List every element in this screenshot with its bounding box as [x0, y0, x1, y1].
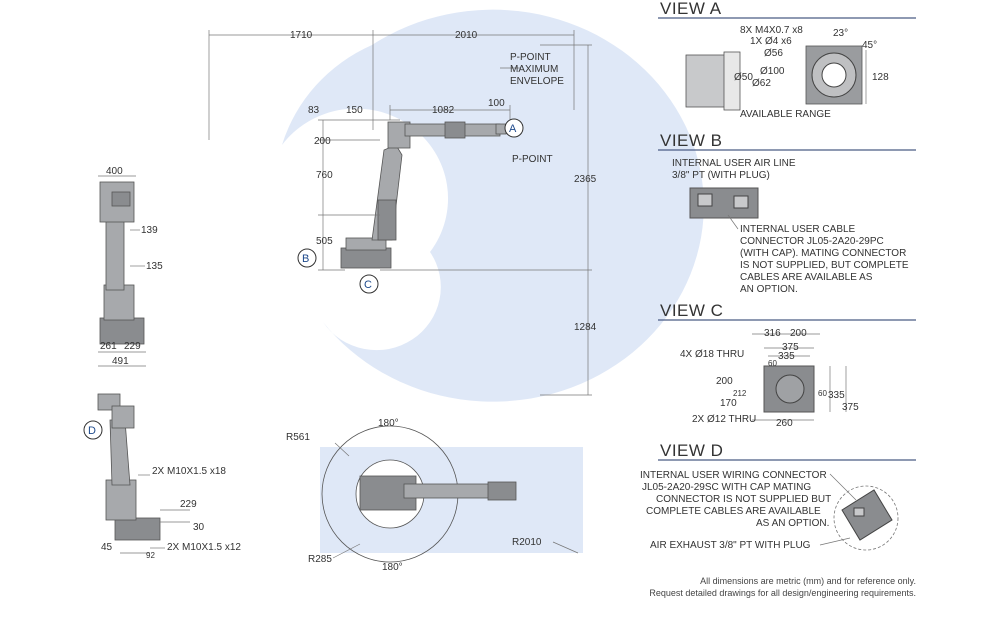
footer-line-1: All dimensions are metric (mm) and for r…	[700, 576, 916, 586]
footer-line-2: Request detailed drawings for all design…	[649, 588, 916, 598]
view-d: VIEW D INTERNAL USER WIRING CONNECTOR JL…	[640, 441, 916, 551]
view-a-d56: Ø56	[764, 48, 783, 59]
view-a-m4: 8X M4X0.7 x8	[740, 25, 803, 36]
callout-a-label: A	[509, 123, 517, 135]
view-a-45deg: 45°	[862, 40, 877, 51]
dim-200: 200	[314, 136, 331, 147]
callout-d	[83, 420, 103, 440]
view-a-23deg: 23°	[833, 28, 848, 39]
dim-229: 229	[124, 341, 141, 352]
view-d-wiring-1: INTERNAL USER WIRING CONNECTOR	[640, 470, 827, 481]
label-p-point-2: P-POINT	[512, 154, 553, 165]
view-b-cable-3: (WITH CAP). MATING CONNECTOR	[740, 248, 906, 259]
view-c-2x-d12: 2X Ø12 THRU	[692, 414, 756, 425]
view-c-title: VIEW C	[660, 301, 723, 320]
view-c-4x-d18: 4X Ø18 THRU	[680, 349, 744, 360]
callout-d-label: D	[88, 425, 96, 437]
top-view: 180° R561 R285 180° R2010	[286, 418, 583, 573]
view-b: VIEW B INTERNAL USER AIR LINE 3/8" PT (W…	[658, 131, 916, 295]
angle-180-bottom: 180°	[382, 562, 403, 573]
dim-229-rear: 229	[180, 499, 197, 510]
rear-view: D 2X M10X1.5 x18 229 30 45 92 2X M10X1.5…	[83, 393, 241, 560]
dim-760: 760	[316, 170, 333, 181]
dim-400: 400	[106, 166, 123, 177]
view-d-wiring-4: COMPLETE CABLES ARE AVAILABLE	[646, 506, 821, 517]
angle-180-top: 180°	[378, 418, 399, 429]
view-c-316: 316	[764, 328, 781, 339]
label-envelope: ENVELOPE	[510, 76, 564, 87]
dim-135: 135	[146, 261, 163, 272]
dim-139: 139	[141, 225, 158, 236]
view-c-170: 170	[720, 398, 737, 409]
view-c-335: 335	[778, 351, 795, 362]
view-c-200: 200	[790, 328, 807, 339]
work-envelope	[282, 9, 704, 402]
view-a-available-range: AVAILABLE RANGE	[740, 109, 831, 120]
view-c-260: 260	[776, 418, 793, 429]
callout-a	[504, 118, 524, 138]
view-a-d4: 1X Ø4 x6	[750, 36, 792, 47]
view-d-wiring-2: JL05-2A20-29SC WITH CAP MATING	[642, 482, 811, 493]
robot-side	[340, 121, 507, 269]
view-d-wiring-3: CONNECTOR IS NOT SUPPLIED BUT	[656, 494, 831, 505]
callout-c-label: C	[364, 279, 372, 291]
dim-2010: 2010	[455, 30, 478, 41]
dim-30: 30	[193, 522, 205, 533]
view-b-cable-5: CABLES ARE AVAILABLE AS	[740, 272, 873, 283]
dim-100: 100	[488, 98, 505, 109]
view-c-200-left: 200	[716, 376, 733, 387]
view-c: VIEW C 316 200 375 335 60 4X Ø18 THRU 20…	[658, 301, 916, 429]
label-maximum: MAXIMUM	[510, 64, 558, 75]
dim-491: 491	[112, 356, 129, 367]
view-b-cable-1: INTERNAL USER CABLE	[740, 224, 856, 235]
view-a-128: 128	[872, 72, 889, 83]
robot-top	[359, 475, 517, 511]
view-b-cable-2: CONNECTOR JL05-2A20-29PC	[740, 236, 884, 247]
dim-83: 83	[308, 105, 320, 116]
dim-150: 150	[346, 105, 363, 116]
dim-2365: 2365	[574, 174, 597, 185]
callout-c	[359, 274, 379, 294]
view-d-wiring-5: AS AN OPTION.	[756, 518, 829, 529]
view-b-air-line-1: INTERNAL USER AIR LINE	[672, 158, 796, 169]
view-c-60-top: 60	[768, 359, 777, 368]
view-c-375: 375	[782, 342, 799, 353]
view-b-cable-4: IS NOT SUPPLIED, BUT COMPLETE	[740, 260, 909, 271]
view-a-d50: Ø50	[734, 72, 753, 83]
view-d-air-exhaust: AIR EXHAUST 3/8" PT WITH PLUG	[650, 540, 811, 551]
view-b-air-line-2: 3/8" PT (WITH PLUG)	[672, 170, 770, 181]
label-m10-x18: 2X M10X1.5 x18	[152, 466, 226, 477]
dim-45: 45	[101, 542, 113, 553]
label-p-point: P-POINT	[510, 52, 551, 63]
view-a-d62: Ø62	[752, 78, 771, 89]
dim-1082: 1082	[432, 105, 455, 116]
dim-1710: 1710	[290, 30, 313, 41]
dim-505: 505	[316, 236, 333, 247]
view-c-375-right: 375	[842, 402, 859, 413]
dim-261: 261	[100, 341, 117, 352]
dim-r285: R285	[308, 554, 332, 565]
dim-1284: 1284	[574, 322, 597, 333]
callout-b	[297, 248, 317, 268]
view-a-title: VIEW A	[660, 0, 722, 18]
view-a-d100: Ø100	[760, 66, 785, 77]
side-view: 1710 2010 P-POINT MAXIMUM ENVELOPE 83 15…	[208, 9, 704, 402]
view-c-212: 212	[733, 389, 747, 398]
label-m10-x12: 2X M10X1.5 x12	[167, 542, 241, 553]
dim-r561: R561	[286, 432, 310, 443]
callout-b-label: B	[302, 253, 309, 265]
view-b-cable-6: AN OPTION.	[740, 284, 798, 295]
view-b-title: VIEW B	[660, 131, 723, 150]
view-d-title: VIEW D	[660, 441, 723, 460]
view-a: VIEW A 8X M4X0.7 x8 1X Ø4 x6 Ø56 23° 45°…	[658, 0, 916, 120]
view-c-60-right: 60	[818, 389, 827, 398]
front-view: 400 139 135 261 229 491	[98, 166, 163, 367]
dim-r2010: R2010	[512, 537, 542, 548]
dim-92: 92	[146, 551, 155, 560]
view-c-335-right: 335	[828, 390, 845, 401]
